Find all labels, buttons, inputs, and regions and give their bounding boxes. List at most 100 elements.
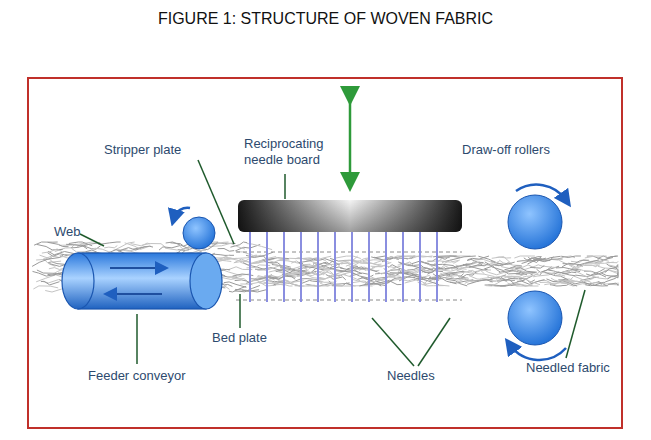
fibre <box>41 281 60 285</box>
fibre <box>515 268 537 273</box>
fibre <box>240 279 267 284</box>
feeder-conveyor <box>62 253 222 309</box>
fibre <box>467 280 492 285</box>
needle <box>249 232 251 302</box>
rotation-arrow <box>174 208 190 218</box>
fibre <box>104 246 117 248</box>
fibre <box>430 260 458 262</box>
figure-title: FIGURE 1: STRUCTURE OF WOVEN FABRIC <box>158 9 493 28</box>
needle <box>436 232 438 302</box>
fibre <box>585 282 603 285</box>
fibre <box>48 251 74 255</box>
fibre <box>582 282 608 286</box>
needles <box>250 232 437 302</box>
fibre <box>235 255 261 262</box>
fibre <box>268 281 285 282</box>
fibre <box>305 263 319 266</box>
fibre <box>42 249 62 253</box>
needle <box>385 232 387 302</box>
fibre <box>398 262 420 268</box>
fibre <box>420 269 437 273</box>
fibre <box>47 253 67 257</box>
needle <box>419 232 421 302</box>
fibre <box>514 283 539 286</box>
fibre <box>359 283 381 286</box>
fibre <box>387 275 405 280</box>
fibre <box>266 259 290 262</box>
fibre <box>48 242 69 246</box>
fibre <box>66 244 87 249</box>
part-label: Web <box>54 224 81 240</box>
fibre <box>453 279 473 283</box>
fibre <box>530 266 544 269</box>
part-label: Needles <box>387 368 435 384</box>
draw-off-rollers <box>508 185 566 360</box>
fibre <box>37 244 63 250</box>
fibre <box>133 246 153 249</box>
part-label: Draw-off rollers <box>462 142 550 158</box>
bed-plate-line <box>236 300 462 301</box>
fibre <box>527 258 546 261</box>
fibre <box>229 286 246 292</box>
fibre <box>351 272 373 278</box>
part-label: Stripper plate <box>104 142 181 158</box>
fibre <box>577 260 599 266</box>
needle <box>317 232 319 302</box>
needle <box>266 232 268 302</box>
fibre <box>369 275 388 280</box>
needle <box>368 232 370 302</box>
fibre <box>445 260 460 263</box>
fibre <box>375 256 394 260</box>
fibre <box>40 255 62 262</box>
fibre <box>504 266 522 270</box>
needle <box>300 232 302 302</box>
fibre <box>227 243 245 249</box>
fibre <box>492 267 521 274</box>
fibre <box>33 286 58 289</box>
fibre <box>468 256 489 260</box>
fibre <box>554 272 575 276</box>
fibre <box>218 249 235 252</box>
fibre <box>497 280 514 284</box>
fibre <box>516 265 538 270</box>
needle <box>283 232 285 302</box>
fibre <box>312 279 335 282</box>
part-label: Bed plate <box>212 330 267 346</box>
fibre <box>607 261 618 263</box>
fibre <box>457 262 480 271</box>
fibre <box>607 264 619 268</box>
fibre <box>514 256 535 258</box>
needle-board <box>238 200 462 232</box>
fibre <box>492 257 512 264</box>
fibre <box>585 265 600 267</box>
fibre <box>327 263 351 265</box>
fibre <box>523 272 540 277</box>
fibre <box>483 269 507 275</box>
part-label: Reciprocating needle board <box>244 136 344 167</box>
fibre <box>375 280 392 283</box>
fibre <box>585 256 607 258</box>
fibre <box>608 273 619 280</box>
fibre <box>562 272 576 274</box>
needle <box>351 232 353 302</box>
stripper-roller <box>183 217 215 249</box>
fibre <box>395 256 416 259</box>
fibre <box>439 269 463 272</box>
leader-lines <box>80 160 585 366</box>
fibre <box>221 284 232 287</box>
fibre <box>567 264 592 272</box>
part-label: Needled fabric <box>526 360 610 376</box>
fibre <box>446 271 464 276</box>
fibre <box>398 269 419 271</box>
fibre <box>495 263 512 266</box>
fibre <box>278 260 298 263</box>
fibre <box>608 283 618 285</box>
fibre <box>561 278 594 282</box>
fibre <box>269 276 295 279</box>
fibre <box>561 256 581 258</box>
frame <box>28 78 622 428</box>
fibre <box>71 243 100 248</box>
fibre <box>159 246 180 251</box>
fibre <box>609 283 618 287</box>
fibre <box>34 242 58 245</box>
